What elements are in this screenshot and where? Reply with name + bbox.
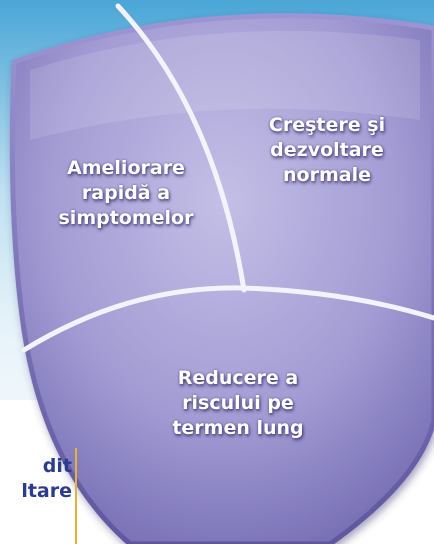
segment-label-line: normale — [283, 164, 371, 186]
segment-label-top-right: Creştere şi dezvoltare normale — [232, 113, 422, 188]
side-caption: dit ltare — [0, 454, 72, 504]
segment-label-line: rapidă a — [81, 182, 171, 204]
segment-label-line: dezvoltare — [270, 139, 384, 161]
side-caption-line: dit — [42, 455, 72, 477]
segment-label-line: termen lung — [172, 417, 304, 439]
side-caption-line: ltare — [21, 480, 72, 502]
segment-label-line: Ameliorare — [67, 157, 185, 179]
segment-label-line: simptomelor — [58, 207, 194, 229]
segment-divider-vertical — [115, 3, 247, 293]
segment-divider-horizontal — [21, 285, 434, 353]
segment-label-bottom: Reducere a riscului pe termen lung — [138, 366, 338, 441]
segment-label-line: Reducere a — [177, 367, 299, 389]
shield-highlight — [30, 30, 420, 140]
segment-label-line: riscului pe — [182, 392, 294, 414]
segment-label-line: Creştere şi — [268, 114, 386, 136]
caption-divider — [75, 448, 77, 544]
segment-label-top-left: Ameliorare rapidă a simptomelor — [22, 156, 230, 231]
